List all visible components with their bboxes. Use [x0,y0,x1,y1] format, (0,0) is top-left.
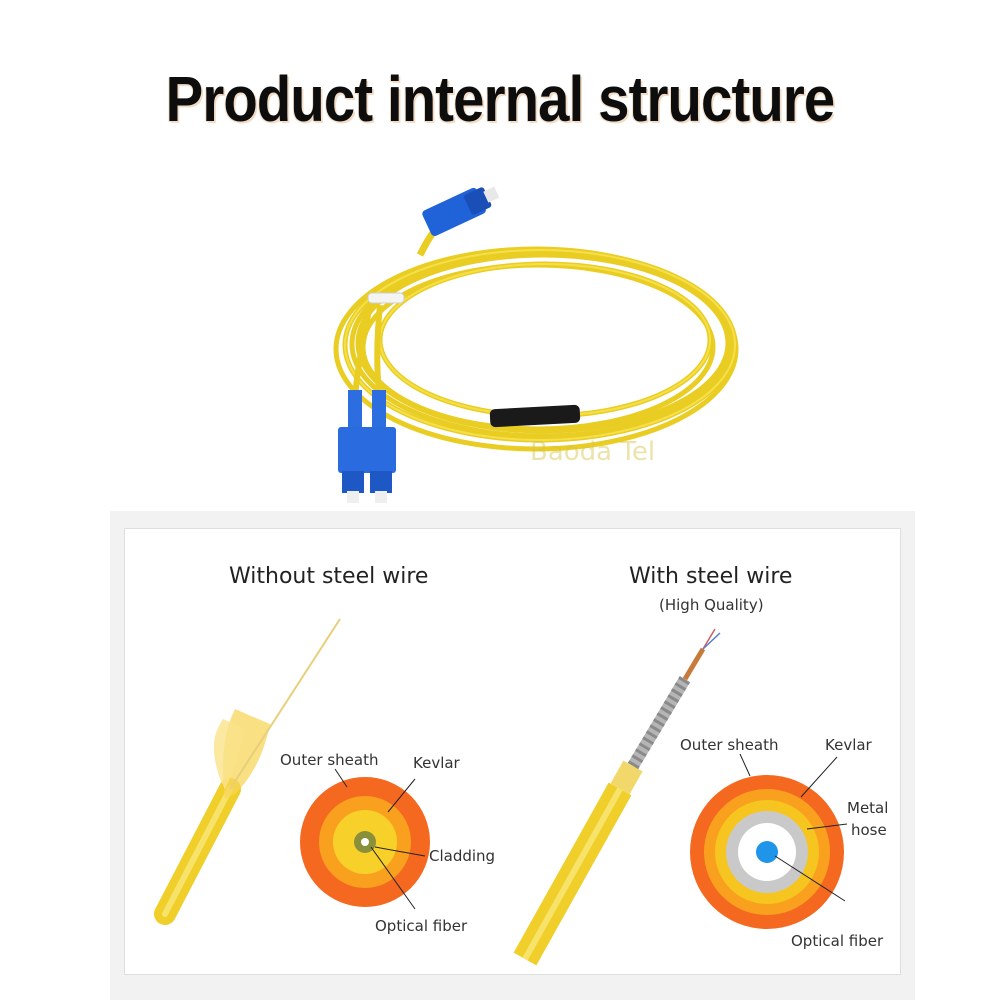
patch-cord-photo: Baoda Tel [333,186,739,503]
cross-section-with-steel [690,775,844,929]
structure-diagram-panel: Without steel wire With steel wire (High… [110,511,915,1000]
label-kevlar-left: Kevlar [413,754,460,772]
cable-with-steel-illustration [513,628,721,966]
label-metal-hose-line2: hose [851,821,887,839]
heading-without-steel: Without steel wire [229,564,429,589]
structure-drawings [154,618,848,966]
subheading-high-quality: (High Quality) [659,596,764,614]
label-cladding-left: Cladding [429,847,496,865]
heading-with-steel: With steel wire [629,564,793,589]
structure-diagram-frame: Without steel wire With steel wire (High… [124,528,901,975]
page-title: Product internal structure [165,63,836,135]
cable-without-steel-illustration [154,618,341,925]
label-optical-fiber-right: Optical fiber [791,932,884,950]
label-outer-sheath-right: Outer sheath [680,736,779,754]
label-kevlar-right: Kevlar [825,736,872,754]
label-optical-fiber-left: Optical fiber [375,917,468,935]
cross-section-without-steel [300,777,430,907]
label-metal-hose-line1: Metal [847,799,889,817]
label-outer-sheath-left: Outer sheath [280,751,379,769]
watermark-text: Baoda Tel [530,437,655,467]
